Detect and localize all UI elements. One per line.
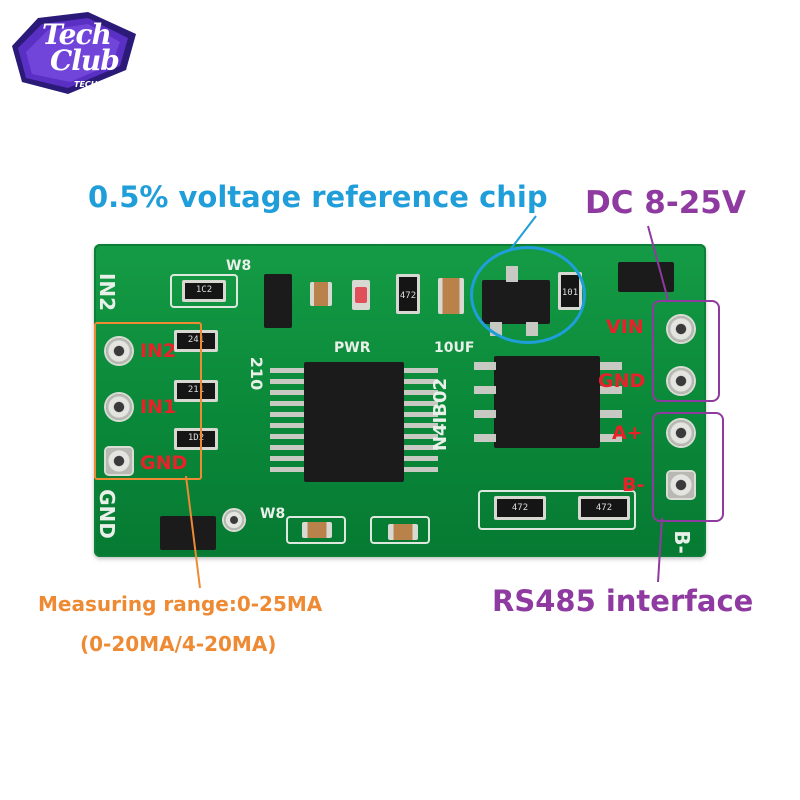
capacitor-bottom-2	[388, 524, 418, 540]
measuring-range-callout: Measuring range:0-25MA	[38, 592, 323, 616]
pad-gnd-right	[668, 368, 694, 394]
silk-pwr: PWR	[334, 340, 371, 356]
resistor-outline-1	[170, 274, 238, 308]
logo-subtext: TECH CLUB	[74, 80, 124, 89]
resistor-472-bottom-1: 472	[494, 496, 546, 520]
rs485-pins-highlight	[652, 412, 724, 522]
pad-vin	[668, 316, 694, 342]
label-in2: IN2	[140, 340, 177, 362]
measuring-range-sub-callout: (0-20MA/4-20MA)	[80, 632, 277, 656]
power-callout: DC 8-25V	[585, 185, 746, 221]
voltage-reference-highlight	[470, 246, 586, 344]
power-pins-highlight	[652, 300, 720, 402]
leader-power	[647, 225, 669, 301]
tech-club-logo: Tech Club TECH CLUB	[8, 8, 143, 100]
capacitor-outline-bottom-1	[286, 516, 346, 544]
input-pins-highlight	[94, 322, 202, 480]
rs485-ic-pins-right	[600, 362, 622, 446]
resistor-472-bottom-2: 472	[578, 496, 630, 520]
pad-b-minus	[668, 472, 694, 498]
resistor-211: 211	[174, 380, 218, 402]
leader-rs485	[657, 517, 663, 583]
resistor-241: 241	[174, 330, 218, 352]
pcb-board: IN2 GND B- IN2 IN1 GND 1C2 241 211 1D2 2…	[94, 244, 706, 557]
rs485-ic-pins-left	[474, 362, 496, 446]
main-ic-pins-left	[270, 368, 304, 480]
label-vin: VIN	[606, 316, 644, 338]
transistor-bottom-left	[160, 516, 216, 550]
silk-10uf: 10UF	[434, 340, 475, 356]
resistor-472-top: 472	[396, 274, 420, 314]
transistor-top-left	[264, 274, 292, 328]
capacitor-bottom-1	[302, 522, 332, 538]
logo-text-tech: Tech	[42, 18, 112, 51]
rs485-callout: RS485 interface	[492, 584, 754, 618]
pwr-led	[352, 280, 370, 310]
logo-text-club: Club	[50, 44, 120, 77]
silk-w8-bottom: W8	[260, 506, 286, 522]
logo-emblem	[12, 12, 136, 94]
pad-in2	[106, 338, 132, 364]
pad-a-plus	[668, 420, 694, 446]
label-a-plus: A+	[612, 422, 643, 444]
main-ic	[304, 362, 404, 482]
resistor-1c2: 1C2	[182, 280, 226, 302]
label-in1: IN1	[140, 396, 177, 418]
resistor-1d2: 1D2	[174, 428, 218, 450]
pad-in1	[106, 394, 132, 420]
leader-range	[185, 475, 201, 589]
pad-gnd-left	[106, 448, 132, 474]
rs485-transceiver-ic	[494, 356, 600, 448]
label-gnd-left: GND	[140, 452, 188, 474]
resistor-outline-bottom	[478, 490, 636, 530]
silk-w8-top: W8	[226, 258, 252, 274]
label-gnd-right: GND	[598, 370, 646, 392]
capacitor-small-top	[310, 282, 332, 306]
main-ic-pins-right	[404, 368, 438, 480]
capacitor-outline-bottom-2	[370, 516, 430, 544]
leader-voltage-ref	[509, 215, 537, 251]
capacitor-10uf	[438, 278, 464, 314]
via-bottom-left	[224, 510, 244, 530]
voltage-reference-callout: 0.5% voltage reference chip	[88, 180, 548, 214]
label-b-minus: B-	[622, 474, 645, 496]
